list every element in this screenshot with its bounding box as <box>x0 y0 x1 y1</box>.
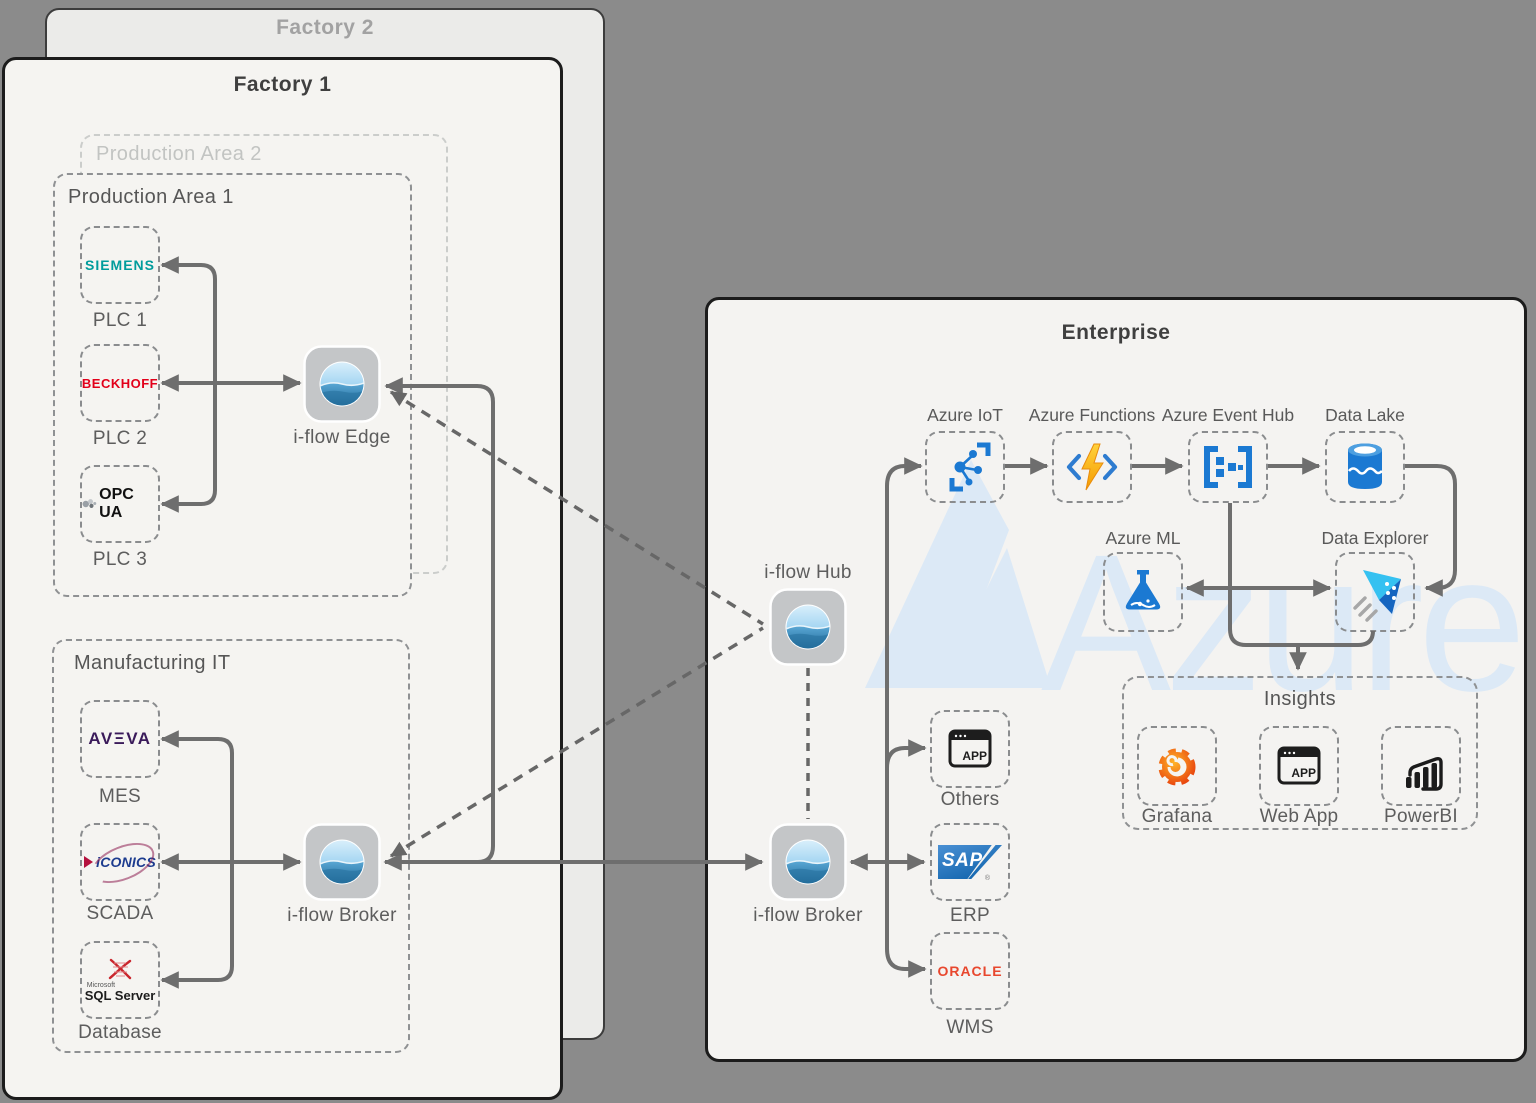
plc1-box: SIEMENS <box>80 226 160 304</box>
data-explorer-icon <box>1353 570 1401 622</box>
data-explorer-label: Data Explorer <box>1321 528 1429 548</box>
web-app-app-text: APP <box>1291 766 1316 780</box>
azure-ml-label: Azure ML <box>1105 528 1181 548</box>
sap-logo: SAP ® <box>938 845 1002 882</box>
iflow-hub-icon <box>769 588 847 666</box>
others-box: APP <box>930 710 1010 788</box>
oracle-logo: ORACLE <box>937 963 1003 979</box>
powerbi-box <box>1381 726 1461 806</box>
sqlserver-helix-icon <box>108 958 132 980</box>
azure-iot-box <box>925 431 1005 503</box>
factory1-title: Factory 1 <box>233 73 332 96</box>
web-app-box: APP <box>1259 726 1339 806</box>
grafana-box <box>1137 726 1217 806</box>
iflow-hub-label: i-flow Hub <box>764 562 852 583</box>
others-app-text: APP <box>962 749 987 763</box>
plc1-label: PLC 1 <box>92 310 148 331</box>
iconics-triangle-icon <box>84 856 94 868</box>
azure-functions-icon <box>1066 443 1118 491</box>
erp-box: SAP ® <box>930 823 1010 901</box>
production-area-2-label: Production Area 2 <box>96 143 262 165</box>
azure-functions-box <box>1052 431 1132 503</box>
wms-label: WMS <box>946 1017 994 1038</box>
iflow-edge-icon <box>303 345 381 423</box>
plc3-label: PLC 3 <box>92 549 148 570</box>
factory2-title: Factory 2 <box>276 16 374 39</box>
opcua-swoosh-icon <box>82 499 97 508</box>
azure-event-hub-label: Azure Event Hub <box>1161 405 1295 425</box>
scada-box: iCONICS <box>80 823 161 901</box>
aveva-logo: AVΞVA <box>88 729 152 748</box>
database-label: Database <box>78 1022 162 1043</box>
iflow-broker-factory-label: i-flow Broker <box>287 905 397 926</box>
grafana-label: Grafana <box>1141 806 1213 827</box>
opcua-logo: OPC UA <box>82 486 158 522</box>
manufacturing-it-label: Manufacturing IT <box>74 652 231 674</box>
insights-zone <box>1122 676 1478 830</box>
data-lake-label: Data Lake <box>1325 405 1405 425</box>
scada-label: SCADA <box>86 903 154 924</box>
iflow-broker-enterprise-icon <box>769 823 847 901</box>
enterprise-title: Enterprise <box>1061 321 1171 344</box>
production-area-1-label: Production Area 1 <box>68 186 234 208</box>
azure-event-hub-icon <box>1204 446 1252 488</box>
insights-label: Insights <box>1263 688 1337 710</box>
mes-label: MES <box>98 786 142 807</box>
iflow-broker-factory-icon <box>303 823 381 901</box>
sqlserver-logo: Microsoft SQL Server <box>85 958 155 1002</box>
wms-box: ORACLE <box>930 932 1010 1010</box>
data-lake-box <box>1325 431 1405 503</box>
data-explorer-box <box>1335 552 1415 632</box>
plc2-label: PLC 2 <box>92 428 148 449</box>
others-app-icon: APP <box>948 729 992 768</box>
web-app-icon: APP <box>1277 746 1321 785</box>
others-label: Others <box>940 789 1000 810</box>
beckhoff-logo: BECKHOFF <box>81 375 159 391</box>
azure-iot-label: Azure IoT <box>927 405 1003 425</box>
azure-event-hub-box <box>1188 431 1268 503</box>
azure-ml-box <box>1103 552 1183 632</box>
mes-box: AVΞVA <box>80 700 160 778</box>
data-lake-icon <box>1347 443 1383 489</box>
siemens-logo: SIEMENS <box>84 257 155 273</box>
iflow-broker-enterprise-label: i-flow Broker <box>753 905 863 926</box>
erp-label: ERP <box>950 905 990 926</box>
grafana-icon <box>1158 748 1196 786</box>
azure-iot-icon <box>949 442 991 492</box>
powerbi-label: PowerBI <box>1384 806 1458 827</box>
web-app-label: Web App <box>1259 806 1339 827</box>
plc2-box: BECKHOFF <box>80 344 160 422</box>
azure-ml-icon <box>1125 570 1161 610</box>
iconics-logo: iCONICS <box>84 834 161 892</box>
iflow-edge-label: i-flow Edge <box>293 427 391 448</box>
database-box: Microsoft SQL Server <box>80 941 160 1019</box>
azure-functions-label: Azure Functions <box>1028 405 1156 425</box>
plc3-box: OPC UA <box>80 465 160 543</box>
powerbi-icon <box>1406 756 1443 791</box>
